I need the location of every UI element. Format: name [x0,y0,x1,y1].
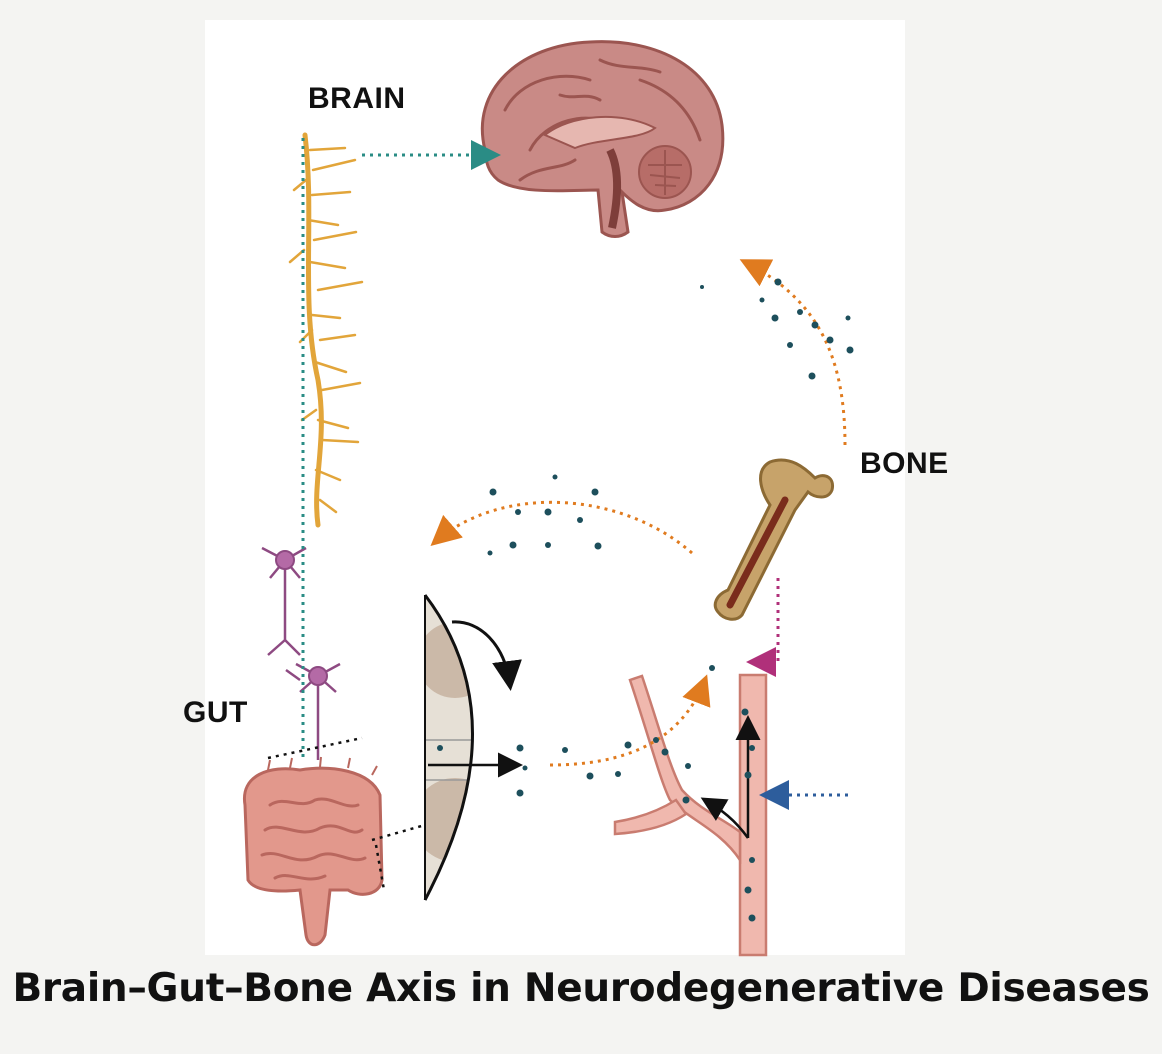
brain-illustration [480,40,725,238]
vagus-nerve-illustration [288,132,364,528]
diagram-title: Brain–Gut–Bone Axis in Neurodegenerative… [12,966,1150,1011]
gut-illustration [243,756,384,947]
blood-vessel-illustration [613,673,768,957]
intestinal-wall-section [423,594,474,901]
bone-illustration [713,458,835,621]
circulating-particles [487,278,854,922]
bone-label: BONE [860,447,949,480]
gut-label: GUT [183,696,248,729]
gut-neurons-illustration [261,546,341,760]
pathway-arrows [267,138,848,891]
brain-label: BRAIN [308,82,406,115]
